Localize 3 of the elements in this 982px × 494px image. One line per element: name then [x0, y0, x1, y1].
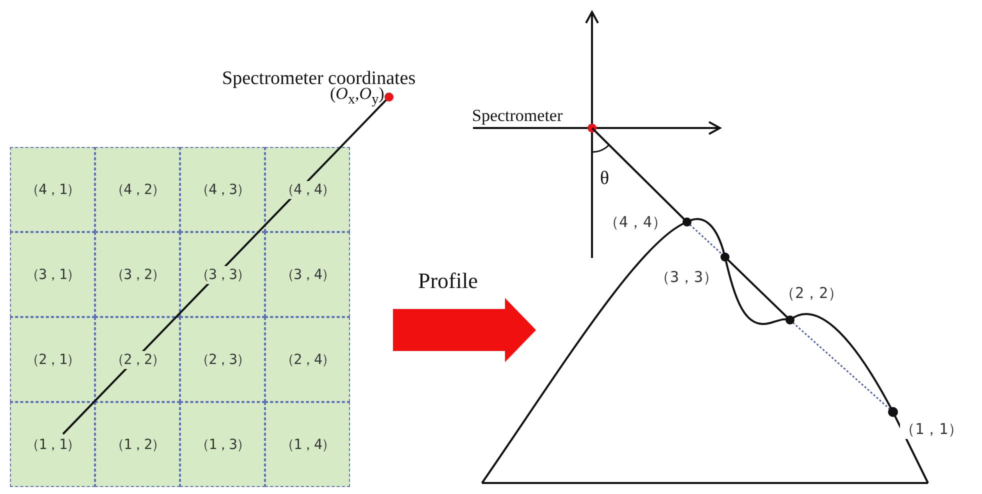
angle-label: θ: [600, 168, 610, 190]
axis-label: Spectrometer: [472, 106, 563, 126]
arrow-label: Profile: [418, 268, 478, 294]
